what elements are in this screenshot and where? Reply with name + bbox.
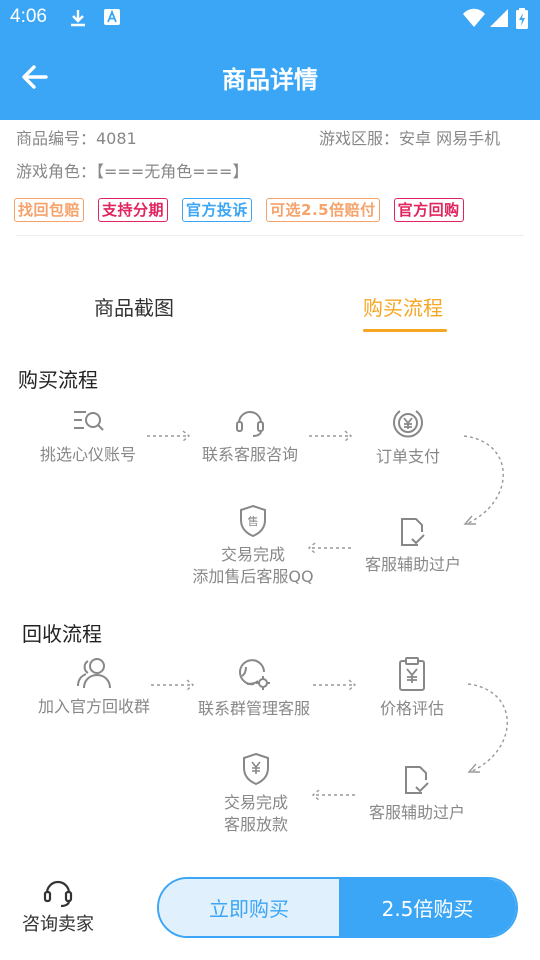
flow-arrow-icon <box>151 679 195 691</box>
yen-coin-icon <box>393 410 423 438</box>
document-check-icon <box>401 518 425 546</box>
bottom-action-bar: 咨询卖家 立即购买 2.5倍购买 <box>0 864 540 960</box>
flow-arrow-icon-left <box>311 789 355 801</box>
status-time: 4:06 <box>10 6 47 27</box>
search-list-icon <box>74 411 104 431</box>
purchase-flow-title: 购买流程 <box>18 368 98 392</box>
purchase-step-3-label: 订单支付 <box>375 447 440 466</box>
recycle-step-1-label: 加入官方回收群 <box>37 697 150 716</box>
curved-flow-arrow-icon <box>467 683 508 773</box>
tag-retrieve-compensation: 找回包赔 <box>14 198 85 222</box>
headset-icon <box>43 880 73 908</box>
product-region: 游戏区服：安卓 网易手机 <box>319 129 501 148</box>
purchase-step-4-label: 客服辅助过户 <box>364 555 461 574</box>
buy-2-5x-button[interactable]: 2.5倍购买 <box>339 879 516 936</box>
download-icon <box>71 10 85 27</box>
shield-sale-icon: 售 <box>240 504 266 538</box>
purchase-step-2-label: 联系客服咨询 <box>201 445 298 464</box>
buy-now-button[interactable]: 立即购买 <box>159 879 339 936</box>
purchase-button-group: 立即购买 2.5倍购买 <box>157 877 518 938</box>
clipboard-yen-icon <box>399 657 425 691</box>
purchase-step-5: 售 交易完成 添加售后客服QQ <box>182 504 324 588</box>
tag-double-compensation: 可选2.5倍赔付 <box>266 198 380 222</box>
purchase-step-5-label: 交易完成 添加售后客服QQ <box>192 545 314 586</box>
svg-text:售: 售 <box>248 514 259 528</box>
users-icon <box>77 658 111 689</box>
recycle-step-1: 加入官方回收群 <box>24 656 164 718</box>
tag-official-complaint: 官方投诉 <box>182 198 253 222</box>
tag-official-buyback: 官方回购 <box>393 198 464 222</box>
consult-seller-label: 咨询卖家 <box>22 914 94 935</box>
battery-icon <box>516 8 528 29</box>
page-title: 商品详情 <box>222 66 318 94</box>
purchase-step-1: 挑选心仪账号 <box>24 406 152 466</box>
recycle-step-2: 联系群管理客服 <box>186 656 322 720</box>
divider <box>16 235 524 236</box>
tab-purchase-flow[interactable]: 购买流程 <box>363 296 443 320</box>
status-bar: 4:06 <box>0 0 540 36</box>
curved-flow-arrow-icon <box>463 435 504 525</box>
tab-active-indicator <box>363 329 447 332</box>
recycle-step-4-label: 客服辅助过户 <box>368 803 465 822</box>
product-id: 商品编号：4081 <box>16 129 137 148</box>
recycle-step-4: 客服辅助过户 <box>354 764 480 824</box>
agent-gear-icon <box>239 659 270 690</box>
wifi-icon <box>463 8 485 27</box>
flow-arrow-icon <box>309 430 353 442</box>
recycle-step-5-label: 交易完成 客服放款 <box>223 793 288 834</box>
tab-screenshots[interactable]: 商品截图 <box>94 296 174 320</box>
signal-icon <box>490 9 508 27</box>
back-arrow-icon[interactable] <box>18 60 52 94</box>
recycle-step-3-label: 价格评估 <box>379 699 444 718</box>
purchase-step-4: 客服辅助过户 <box>350 516 476 576</box>
recycle-step-5: 交易完成 客服放款 <box>208 752 304 836</box>
headset-icon <box>236 411 264 437</box>
guarantee-tags: 找回包赔 支持分期 官方投诉 可选2.5倍赔付 官方回购 <box>14 198 464 222</box>
app-bar: 商品详情 <box>0 36 540 120</box>
document-check-icon <box>405 766 429 794</box>
shield-yen-icon <box>243 752 269 786</box>
tag-installment: 支持分期 <box>98 198 169 222</box>
purchase-step-2: 联系客服咨询 <box>188 406 312 466</box>
purchase-step-1-label: 挑选心仪账号 <box>39 445 136 464</box>
flow-arrow-icon <box>313 679 357 691</box>
consult-seller-button[interactable]: 咨询卖家 <box>18 876 98 936</box>
recycle-step-2-label: 联系群管理客服 <box>197 699 310 718</box>
recycle-flow-title: 回收流程 <box>22 622 102 646</box>
product-role: 游戏角色：【===无角色===】 <box>16 162 249 181</box>
purchase-step-3: 订单支付 <box>358 406 458 468</box>
recycle-step-3: 价格评估 <box>366 656 458 720</box>
app-notification-icon <box>104 9 120 25</box>
flow-arrow-icon <box>147 430 191 442</box>
flow-arrow-icon-left <box>307 542 351 554</box>
